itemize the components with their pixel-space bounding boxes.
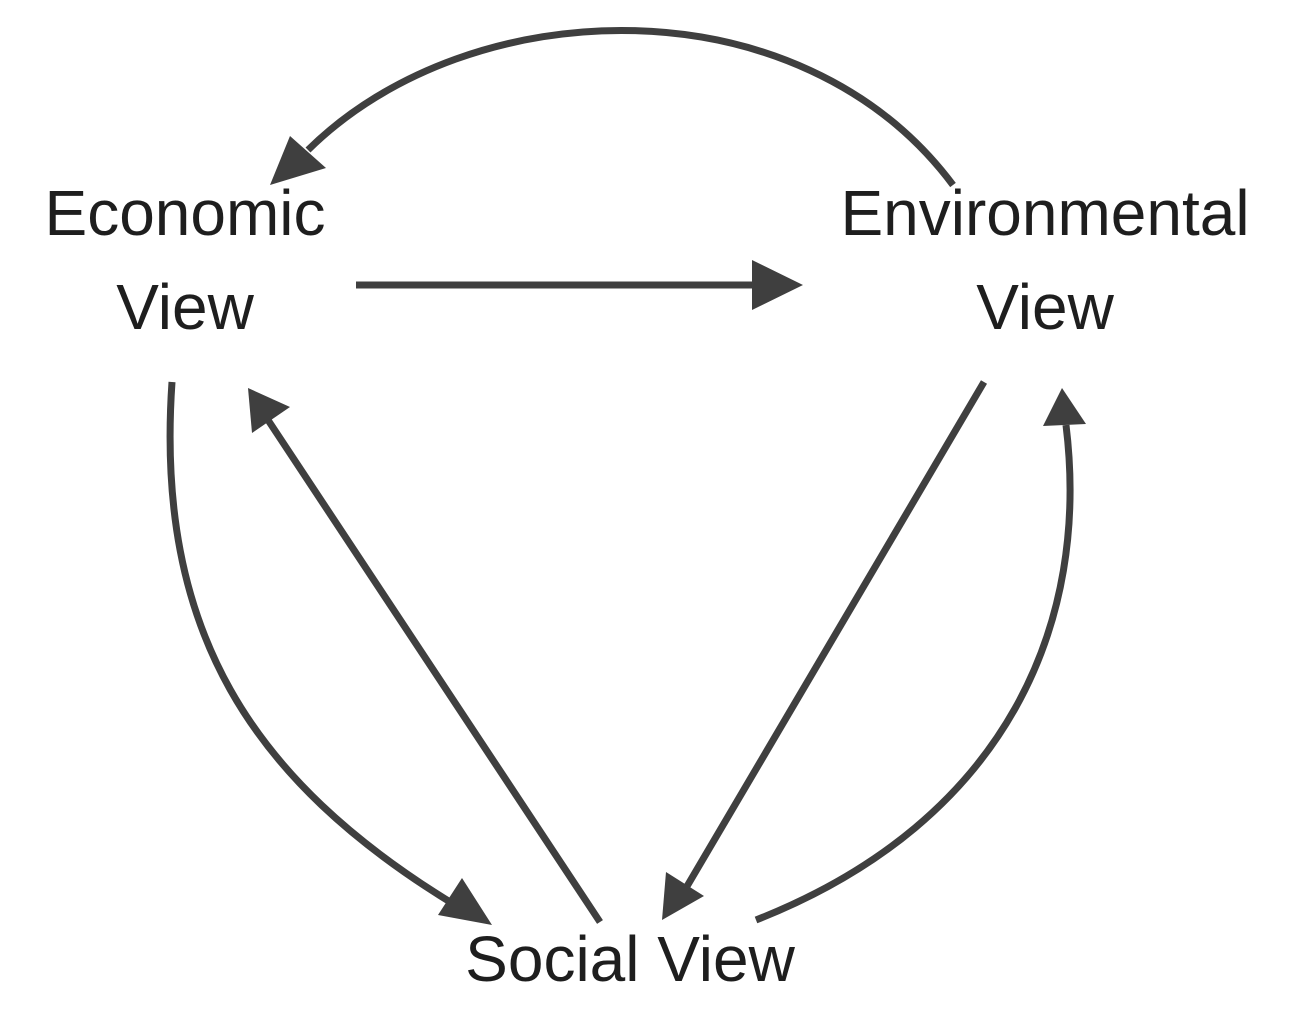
economic-view-line1: Economic <box>44 177 326 249</box>
social-view-line1: Social View <box>465 923 795 995</box>
arrowhead-environmental-to-social <box>662 872 704 920</box>
economic-view-label: Economic View <box>10 166 360 354</box>
arrowhead-economic-to-environmental <box>752 260 803 310</box>
arrowhead-environmental-to-economic <box>270 136 326 185</box>
arrowhead-social-to-economic <box>248 388 290 433</box>
environmental-view-line1: Environmental <box>840 177 1250 249</box>
edge-environmental-to-economic <box>305 26 956 188</box>
economic-view-line2: View <box>116 271 254 343</box>
edge-social-to-economic <box>265 418 603 924</box>
environmental-view-line2: View <box>976 271 1114 343</box>
arrowhead-economic-to-social <box>438 878 492 925</box>
social-view-label: Social View <box>400 912 860 1006</box>
edge-economic-to-social <box>166 381 457 908</box>
edge-environmental-to-social <box>682 380 988 890</box>
arrowhead-social-to-environmental <box>1043 388 1086 426</box>
edge-social-to-environmental <box>754 424 1074 924</box>
environmental-view-label: Environmental View <box>790 166 1300 354</box>
